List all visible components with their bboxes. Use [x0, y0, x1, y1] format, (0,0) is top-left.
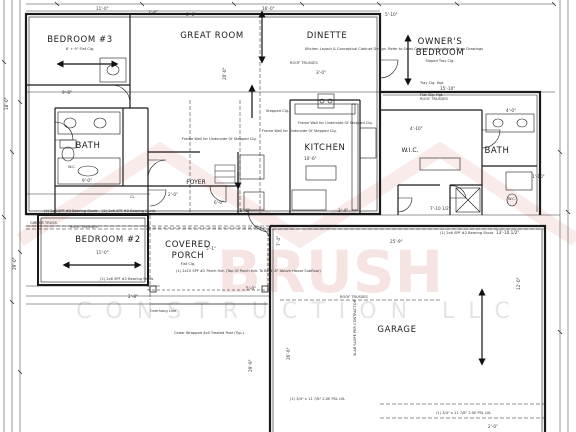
- label-bath-right: BATH: [485, 146, 510, 156]
- label-covered-porch-line1: COVERED: [165, 240, 211, 250]
- note-frame-wall-1: Frame Wall for Underside Of Stepped Clg.: [182, 137, 257, 141]
- dim-label: 3'-6": [186, 12, 196, 17]
- note-beam-1: (2) 2x6 SPF #2 Bearing Studs: [44, 209, 97, 213]
- dim-label: 5'-0": [246, 286, 256, 291]
- dim-label: 3'-0": [316, 70, 326, 75]
- label-wic: W.I.C.: [402, 147, 419, 154]
- dim-label: 12'-0": [516, 277, 521, 290]
- note-roof-trusses-1: ROOF TRUSSES: [290, 61, 319, 65]
- note-beam-2: (2) 2x6 SPF #2 Bearing Studs: [102, 209, 155, 213]
- dim-label: 4'-10": [410, 126, 423, 131]
- dim-label: 3'-6": [148, 10, 158, 15]
- dim-label: 16'-0": [262, 6, 275, 11]
- label-dinette: DINETTE: [307, 31, 348, 41]
- note-beam-3: (2) 2x6 SPF #2 Bearing Studs: [100, 277, 153, 281]
- label-owners-bedroom-line1: OWNER'S: [418, 37, 463, 47]
- note-ceiling-tray: Tray Clg. Hgt.: [419, 81, 444, 85]
- note-girder-truss: GIRDER TRUSS: [30, 221, 58, 225]
- dim-label: 5'-10": [385, 12, 398, 17]
- note-roof-trusses-4: ROOF TRUSSES: [420, 97, 449, 101]
- note-frame-wall-2: Frame Wall for Underside Of Stepped Clg.: [262, 129, 337, 133]
- dim-label: 10'-6": [304, 156, 317, 161]
- dimension-ticks: [1, 1, 571, 375]
- label-bath-left: BATH: [76, 141, 101, 151]
- note-ceiling-stepped: Stepped Clg.: [266, 109, 289, 113]
- dim-label: 2'-0": [168, 192, 178, 197]
- dim-label: 13'-10 1/2": [496, 230, 519, 235]
- dim-label: 26'-6": [286, 347, 291, 360]
- dim-label: 11'-0": [96, 250, 109, 255]
- dim-label: 1'-10": [532, 174, 545, 179]
- dim-label: 5'-1": [206, 246, 216, 251]
- plan-notes: 8' + 9" Flat Clg. Sloped Tray Clg. Flat …: [30, 47, 516, 415]
- note-closet: CL.: [130, 195, 136, 199]
- note-slab: SLAB SLOPE PER CONTRACTOR: [353, 299, 357, 356]
- note-cedar-post: Cedar Wrapped 4x4 Treated Post (Typ.): [174, 331, 245, 335]
- note-owners-ceiling: Sloped Tray Clg.: [426, 59, 455, 63]
- dim-label: 7'-10 1/2": [430, 206, 451, 211]
- watermark: BRUSH CONSTRUCTION LLC: [16, 141, 576, 324]
- porch-posts: [149, 285, 269, 305]
- dim-label: 9'-0": [82, 178, 92, 183]
- dim-label: 9'-8": [62, 90, 72, 95]
- bath-fixtures-left: [57, 57, 127, 185]
- dim-label: 20'-0": [222, 67, 227, 80]
- note-beam-4: (1) 2x6 SPF #2 Bearing Studs: [440, 231, 493, 235]
- dim-label: 18'-0": [4, 97, 9, 110]
- dim-label: 3'-4": [338, 208, 348, 213]
- truss-arrows: [56, 10, 486, 366]
- room-labels: BEDROOM #3 GREAT ROOM DINETTE OWNER'S BE…: [47, 31, 509, 335]
- dim-label: 2'-8": [128, 294, 138, 299]
- dim-label: 2'-0": [488, 424, 498, 429]
- watermark-roof-shape: [16, 141, 576, 249]
- note-porch-ceiling: Flat Clg.: [181, 262, 196, 266]
- label-covered-porch-line2: PORCH: [172, 251, 205, 261]
- note-wc-right: W.C.: [508, 197, 516, 201]
- dim-label: 11'-0": [96, 6, 109, 11]
- label-kitchen: KITCHEN: [304, 143, 345, 153]
- label-garage: GARAGE: [377, 325, 416, 335]
- note-overhang: Overhang Line: [150, 309, 177, 313]
- dimension-labels: 11'-0" 3'-6" 16'-0" 5'-10" 3'-0" 4'-10" …: [4, 6, 545, 429]
- note-dinette-cabinets: Kitchen Layout & Conceptual Cabinet Desi…: [305, 47, 483, 51]
- label-bedroom-2: BEDROOM #2: [75, 235, 141, 245]
- dim-label: 7'-4": [276, 236, 281, 246]
- watermark-brand: BRUSH: [217, 238, 443, 306]
- dim-label: 4'-0": [506, 108, 516, 113]
- dim-label: 6'-0": [214, 200, 224, 205]
- note-frame-wall-3: Frame Wall for Underside Of Stepped Clg.: [298, 121, 373, 125]
- dim-label: 25'-9": [390, 239, 403, 244]
- note-roof-trusses-2: ROOF TRUSSES: [70, 225, 99, 229]
- dim-label: 29'-9": [248, 359, 253, 372]
- watermark-tagline: CONSTRUCTION LLC: [76, 299, 524, 324]
- foyer-steps: [214, 164, 236, 184]
- label-foyer: FOYER: [186, 179, 205, 186]
- label-owners-bedroom-line2: BEDROOM: [416, 48, 465, 58]
- note-garage-beam-2: (1) 3/4" x 11 7/8" 2.0E PSL LVL: [436, 411, 491, 415]
- note-wc-left: W.C.: [68, 165, 76, 169]
- note-ceiling-flat: Flat Clg. Hgt.: [420, 93, 443, 97]
- note-garage-beam-1: (1) 3/4" x 11 7/8" 2.0E PSL LVL: [290, 397, 345, 401]
- dim-label: 29'-0": [12, 257, 17, 270]
- note-porch-header: (1) 2x10 SPF #2 Porch Hdr. (Top Of Porch…: [176, 269, 321, 273]
- label-bedroom-3: BEDROOM #3: [47, 35, 113, 45]
- dim-label: 15'-10": [440, 86, 455, 91]
- kitchen-cabinets: [239, 93, 377, 211]
- label-great-room: GREAT ROOM: [180, 31, 244, 41]
- note-bed3-ceiling: 8' + 9" Flat Clg.: [66, 47, 94, 51]
- bath-fixtures-right: [419, 113, 535, 213]
- dim-label: 8'-6": [240, 208, 250, 213]
- note-roof-trusses-3: ROOF TRUSSES: [340, 295, 369, 299]
